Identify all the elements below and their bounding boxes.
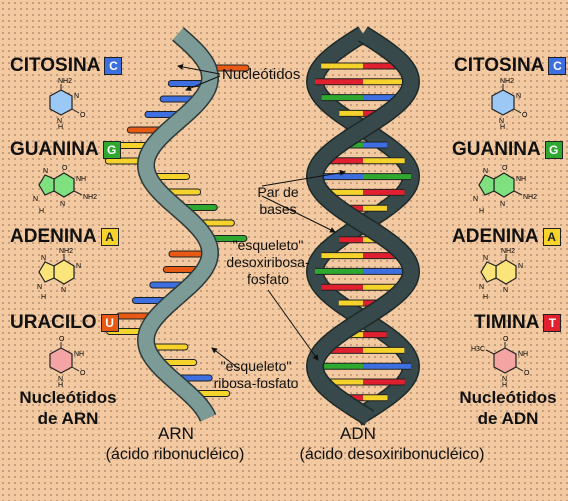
badge-g: G [544,141,563,159]
svg-text:N: N [479,284,484,291]
rna-adenine-label: ADENINA A [10,226,119,248]
nucleotides-label: Nucleótidos [222,66,301,83]
svg-text:N: N [58,376,63,383]
dna-title: ADN [340,424,376,443]
svg-text:H3C: H3C [471,346,485,353]
dna-thymine-label: TIMINA T [474,312,562,334]
badge-c: C [104,57,123,75]
svg-text:O: O [503,336,509,343]
dna-backbone-front [307,27,419,425]
svg-text:N: N [503,287,508,294]
dna-adenine-molecule: NH2 N N N N H [479,248,523,301]
rna-helix [104,27,250,422]
pointer-arrow [261,169,346,187]
pointer-arrow [211,347,239,369]
svg-text:N: N [43,168,48,175]
svg-text:NH2: NH2 [501,248,515,255]
rna-subtitle: (ácido ribonucléico) [105,446,245,463]
svg-text:H: H [39,208,44,215]
rna-title: ARN [158,424,194,443]
svg-text:N: N [37,284,42,291]
svg-text:N: N [499,118,504,125]
svg-text:NH: NH [518,351,528,358]
rna-nucleotides-footer: Nucleótidos de ARN [19,388,117,428]
dna-nucleotides-footer: Nucleótidos de ADN [459,388,557,428]
badge-t: T [543,314,562,332]
badge-c: C [548,57,567,75]
svg-text:H: H [500,124,505,131]
dna-adenine-label: ADENINA A [452,226,561,248]
svg-text:N: N [41,255,46,262]
rna-guanine-label: GUANINA G [10,139,121,161]
svg-text:H: H [58,124,63,131]
dna-guanine-molecule: O N NH NH2 N N H [473,165,537,215]
svg-text:H: H [58,382,63,389]
dna-thymine-molecule: O H3C NH O N H [471,336,530,389]
svg-text:H: H [479,208,484,215]
dna-cytosine-label: CITOSINA C [454,55,567,77]
svg-text:N: N [518,263,523,270]
svg-text:NH: NH [74,351,84,358]
svg-text:NH: NH [76,176,86,183]
svg-text:NH2: NH2 [83,194,97,201]
badge-a: A [100,228,119,246]
svg-text:NH2: NH2 [59,248,73,255]
svg-text:N: N [33,196,38,203]
rna-uracil-label: URACILO U [10,312,119,334]
svg-text:O: O [524,370,530,377]
dna-subtitle: (ácido desoxiribonucléico) [299,446,485,463]
svg-text:N: N [57,118,62,125]
svg-text:O: O [80,112,86,119]
svg-text:O: O [59,336,65,343]
badge-g: G [102,141,121,159]
svg-text:N: N [483,168,488,175]
svg-text:N: N [502,376,507,383]
pointer-arrow [177,63,221,75]
rna-cytosine-molecule: NH2 N O N H [49,78,86,131]
rna-backbone [138,28,218,422]
svg-text:O: O [522,112,528,119]
pointer-arrow [261,195,336,233]
pointer-arrow [185,75,221,91]
badge-a: A [542,228,561,246]
svg-text:N: N [500,201,505,208]
svg-text:N: N [74,93,79,100]
svg-text:N: N [60,201,65,208]
dna-backbone-label: "esqueleto" desoxiribosa- fosfato [226,237,310,287]
rna-guanine-molecule: O N NH NH2 N N H [33,165,97,215]
svg-text:O: O [502,165,508,172]
rna-adenine-molecule: NH2 N N N N H [37,248,81,301]
dna-guanine-label: GUANINA G [452,139,563,161]
svg-text:O: O [80,370,86,377]
svg-text:NH2: NH2 [523,194,537,201]
base-pair-label: Par de bases [257,184,299,217]
svg-text:NH2: NH2 [58,78,72,85]
dna-cytosine-molecule: NH2 N O N H [491,78,528,131]
svg-text:N: N [483,255,488,262]
svg-text:N: N [473,196,478,203]
svg-text:O: O [62,165,68,172]
svg-text:H: H [483,294,488,301]
rna-uracil-molecule: O NH O N H [49,336,86,389]
svg-text:NH: NH [516,176,526,183]
svg-text:N: N [516,93,521,100]
rna-cytosine-label: CITOSINA C [10,55,123,77]
dna-helix [305,26,421,426]
rna-backbone-label: "esqueleto" ribosa-fosfato [213,358,299,391]
pointer-arrow [267,289,319,361]
svg-text:NH2: NH2 [500,78,514,85]
svg-text:H: H [41,294,46,301]
svg-text:H: H [502,382,507,389]
badge-u: U [100,314,119,332]
svg-text:N: N [76,263,81,270]
svg-text:N: N [61,287,66,294]
